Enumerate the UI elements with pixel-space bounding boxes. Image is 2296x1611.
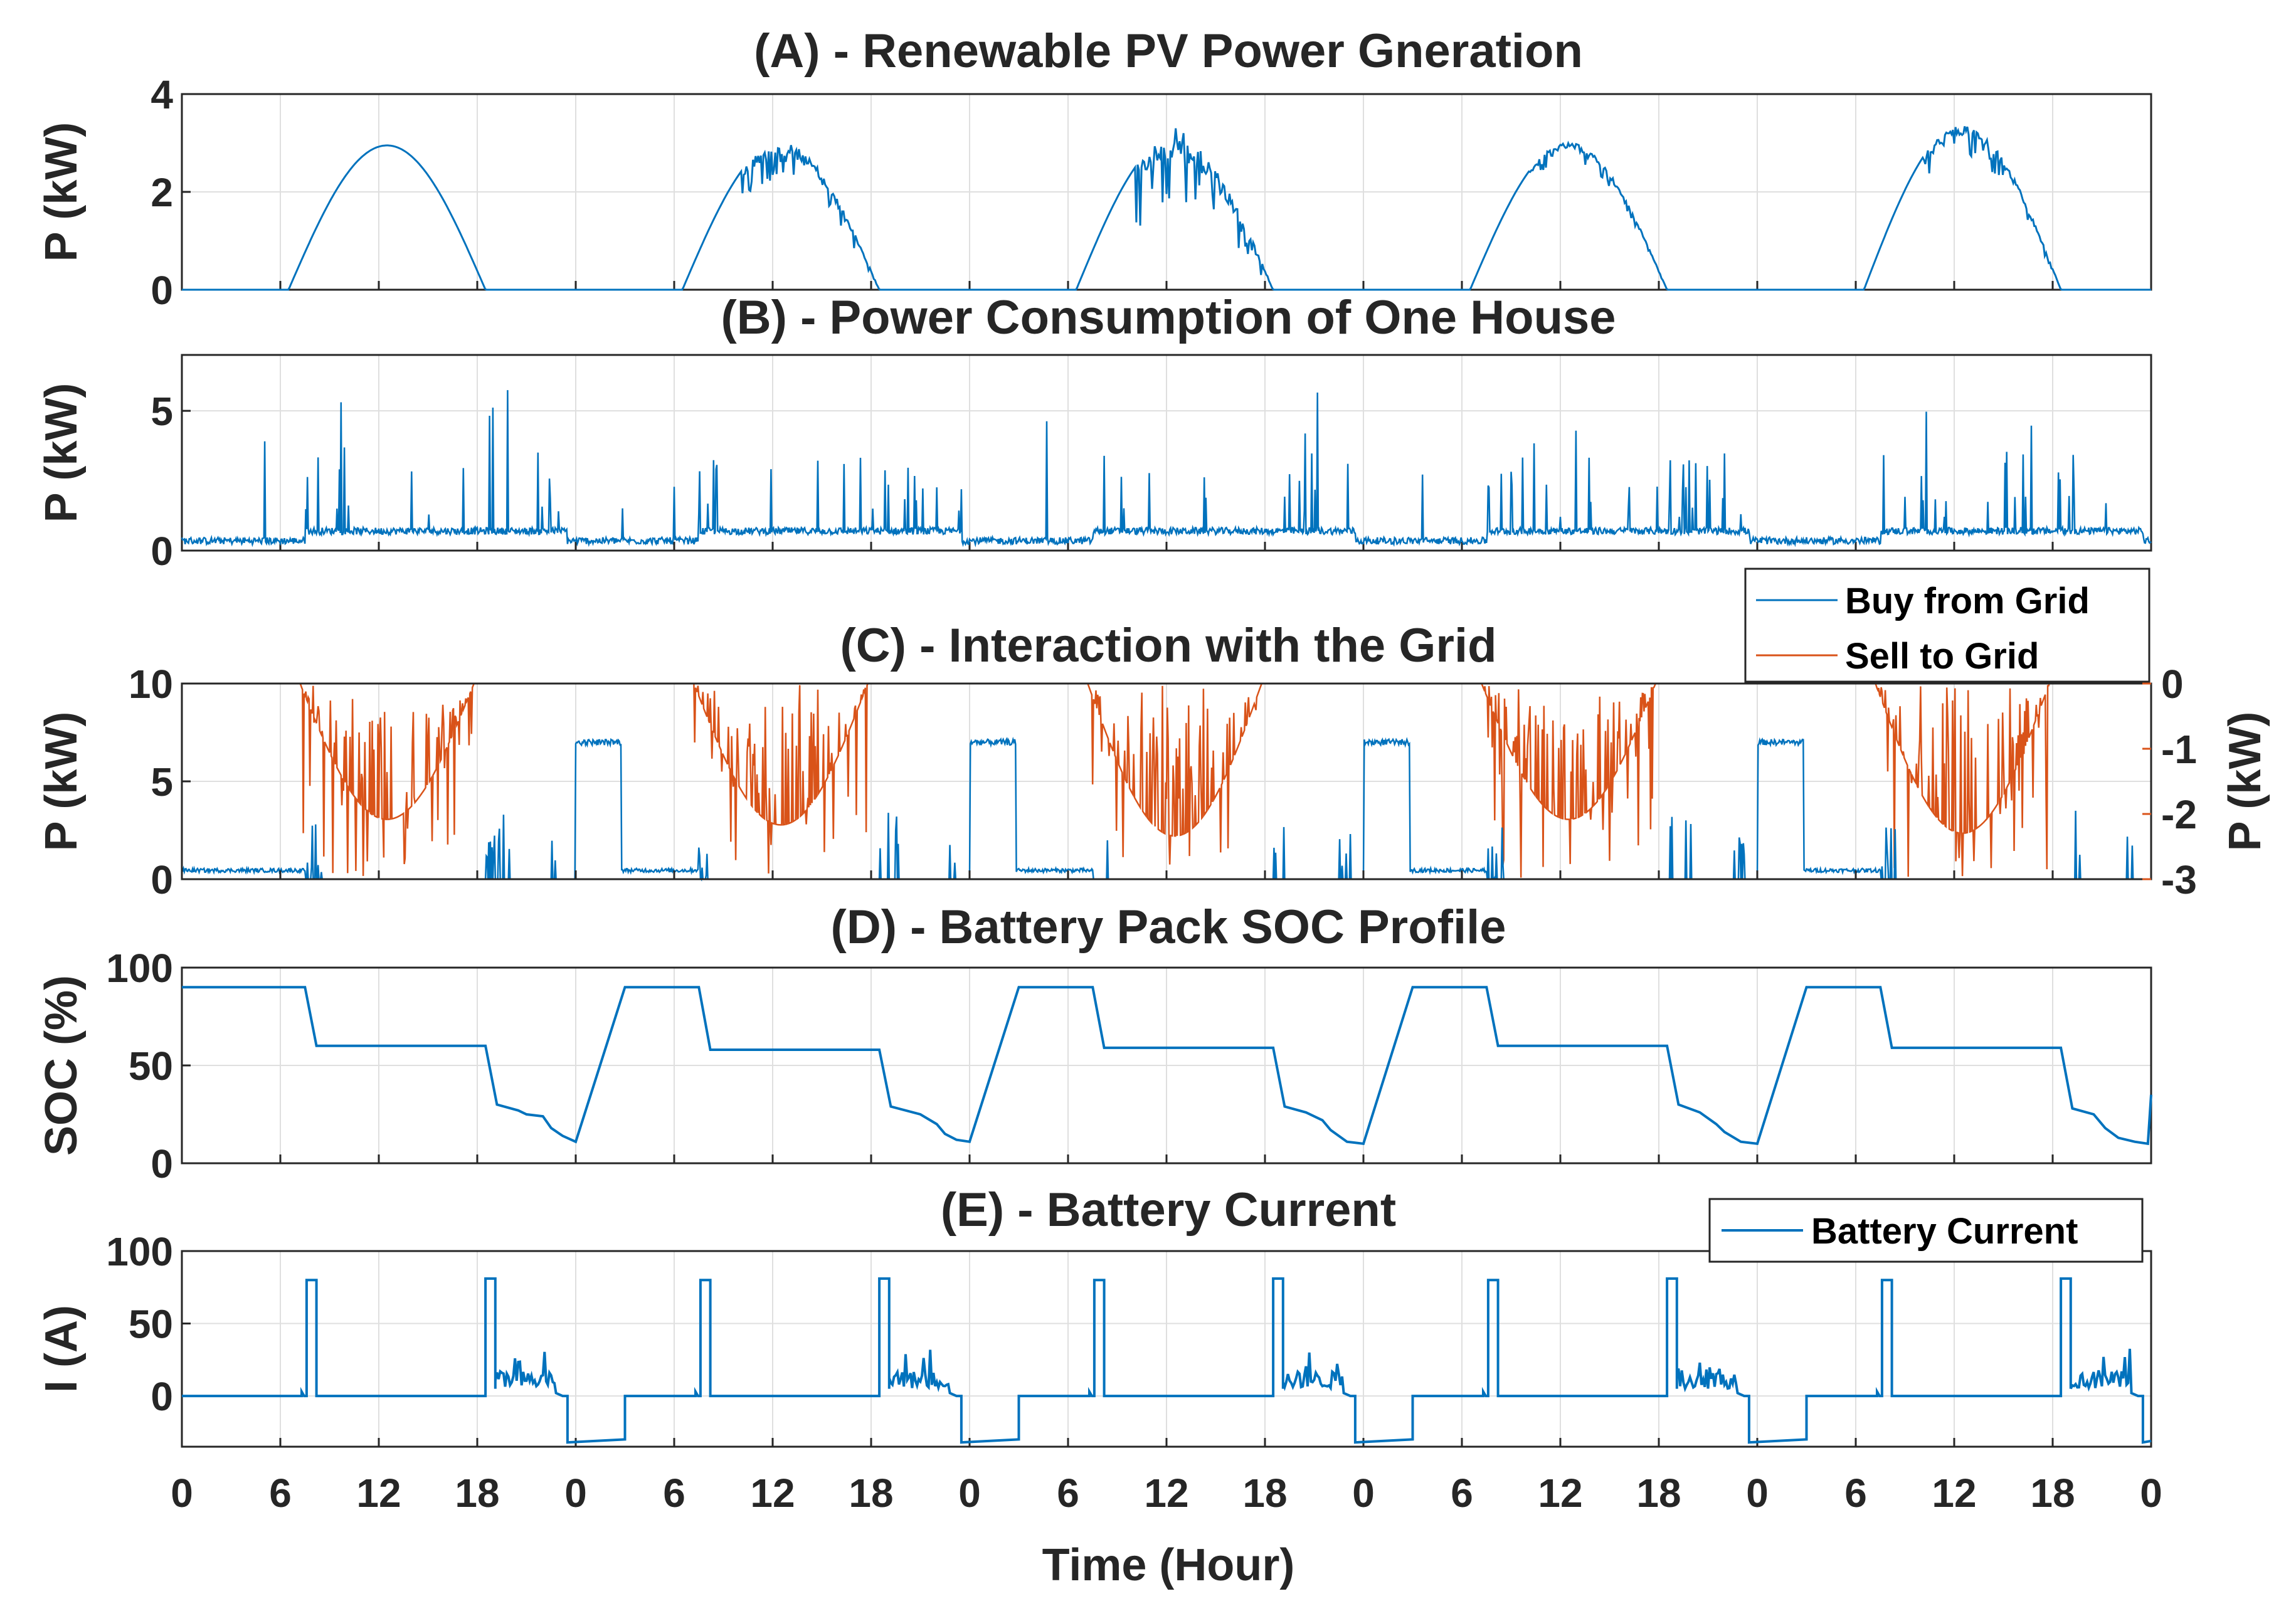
panel-e: (E) - Battery Current 0 50 100 I (A) Batte… <box>36 1183 2162 1590</box>
panel-c-title: (C) - Interaction with the Grid <box>840 619 1496 672</box>
y-tick-label: 0 <box>151 268 173 313</box>
y-right-tick-label: -1 <box>2161 727 2197 772</box>
y-tick-label: 0 <box>151 1141 173 1186</box>
panel-c-legend-buy-label: Buy from Grid <box>1845 581 2090 621</box>
panel-e-xtick-labels: 0 6 12 18 0 6 12 18 0 6 12 18 0 6 12 18 0 6 12 18 0 <box>171 1471 2162 1516</box>
panel-b: (B) - Power Consumption of One House 05 … <box>36 291 2152 574</box>
x-tick-label: 0 <box>564 1471 587 1516</box>
x-tick-label: 12 <box>356 1471 401 1516</box>
y-tick-label: 0 <box>151 857 173 902</box>
panel-b-title: (B) - Power Consumption of One House <box>721 291 1616 344</box>
panel-c: (C) - Interaction with the Grid 0 5 10 -3 -2… <box>36 568 2270 902</box>
x-tick-label: 0 <box>958 1471 981 1516</box>
x-tick-label: 6 <box>269 1471 292 1516</box>
y-tick-label: 0 <box>151 1374 173 1419</box>
panel-b-ticks: 05 <box>151 389 2152 574</box>
panel-c-legend: Buy from Grid Sell to Grid <box>1744 568 2151 683</box>
y-tick-label: 5 <box>151 759 173 805</box>
panel-b-grid <box>182 355 2151 551</box>
panel-a-ticks: 0 2 4 <box>151 72 2152 313</box>
y-tick-label: 5 <box>151 389 173 434</box>
x-tick-label: 0 <box>171 1471 193 1516</box>
panel-b-ylabel: P (kW) <box>36 383 87 523</box>
y-right-tick-label: -2 <box>2161 792 2197 837</box>
x-tick-label: 18 <box>1636 1471 1681 1516</box>
panel-d-grid <box>182 968 2151 1163</box>
panel-e-legend: Battery Current <box>1708 1198 2144 1263</box>
panel-c-legend-sell-label: Sell to Grid <box>1845 636 2039 677</box>
y-right-tick-label: 0 <box>2161 662 2184 707</box>
panel-e-ticks: 0 50 100 <box>106 1229 2152 1447</box>
x-tick-label: 12 <box>1932 1471 1976 1516</box>
x-tick-label: 12 <box>750 1471 795 1516</box>
x-tick-label: 12 <box>1538 1471 1582 1516</box>
panel-d-ylabel: SOC (%) <box>36 975 87 1156</box>
y-tick-label: 2 <box>151 170 173 215</box>
panel-a-ylabel: P (kW) <box>36 122 87 262</box>
panel-e-title: (E) - Battery Current <box>941 1183 1396 1237</box>
y-tick-label: 100 <box>106 946 173 991</box>
x-tick-label: 6 <box>1451 1471 1473 1516</box>
y-tick-label: 10 <box>129 662 173 707</box>
panel-b-consumption-line <box>181 390 2152 547</box>
panel-d-soc-line <box>182 986 2152 1146</box>
panel-c-legend-box <box>1744 568 2151 683</box>
panel-a-pv-line <box>182 126 2151 291</box>
panel-e-current-line <box>182 1277 2152 1444</box>
panel-e-legend-label: Battery Current <box>1811 1211 2078 1252</box>
panel-a-title: (A) - Renewable PV Power Gneration <box>754 24 1583 78</box>
panel-d-ticks: 0 50 100 <box>106 946 2152 1186</box>
x-tick-label: 18 <box>849 1471 893 1516</box>
y-tick-label: 50 <box>129 1302 173 1347</box>
x-tick-label: 18 <box>2030 1471 2075 1516</box>
x-tick-label: 6 <box>663 1471 685 1516</box>
panel-c-ylabel-right: P (kW) <box>2220 712 2270 852</box>
panel-e-xlabel: Time (Hour) <box>1042 1540 1295 1590</box>
x-tick-label: 18 <box>455 1471 499 1516</box>
y-tick-label: 4 <box>151 72 173 117</box>
y-tick-label: 50 <box>129 1043 173 1089</box>
panel-d: (D) - Battery Pack SOC Profile 0 50 100 SO… <box>36 901 2152 1186</box>
x-tick-label: 12 <box>1144 1471 1188 1516</box>
panel-d-title: (D) - Battery Pack SOC Profile <box>831 901 1506 954</box>
panel-e-grid <box>182 1251 2151 1447</box>
y-right-tick-label: -3 <box>2161 857 2197 902</box>
x-tick-label: 6 <box>1844 1471 1867 1516</box>
panel-c-ylabel-left: P (kW) <box>36 712 87 852</box>
x-tick-label: 0 <box>1746 1471 1769 1516</box>
panel-a: (A) - Renewable PV Power Gneration 0 2 4 P… <box>36 24 2152 313</box>
x-tick-label: 6 <box>1057 1471 1079 1516</box>
x-tick-label: 0 <box>1352 1471 1375 1516</box>
x-tick-label: 18 <box>1242 1471 1287 1516</box>
y-tick-label: 100 <box>106 1229 173 1274</box>
panel-c-ticks: 0 5 10 -3 -2 -1 0 <box>129 662 2197 902</box>
y-tick-label: 0 <box>151 529 173 574</box>
panel-e-ylabel: I (A) <box>36 1305 87 1393</box>
x-tick-label: 0 <box>2140 1471 2162 1516</box>
